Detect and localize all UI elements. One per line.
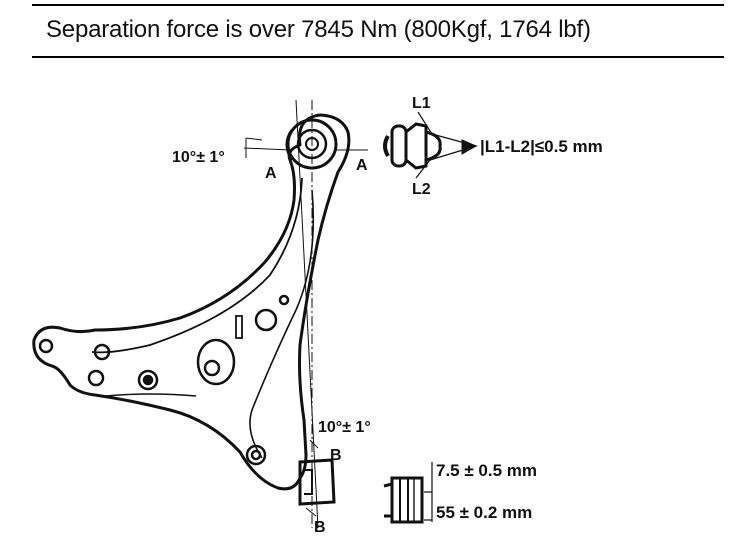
bushing-detail-top <box>383 111 478 179</box>
header-bar: Separation force is over 7845 Nm (800Kgf… <box>32 4 724 58</box>
angle-label-bottom: 10°± 1° <box>318 419 371 436</box>
section-label-b-bottom: B <box>314 519 326 536</box>
control-arm <box>32 113 351 491</box>
section-label-b-top: B <box>330 447 342 464</box>
section-label-a-right: A <box>356 157 368 174</box>
bushing-l2-label: L2 <box>412 181 431 198</box>
section-label-a-left: A <box>265 165 277 182</box>
bushing-detail-bottom <box>383 462 433 524</box>
bushing-tolerance-label: |L1-L2|≤0.5 mm <box>480 137 603 156</box>
bushing-length-label: 55 ± 0.2 mm <box>436 503 532 522</box>
bushing-offset-label: 7.5 ± 0.5 mm <box>436 461 537 480</box>
reference-lines <box>243 99 368 529</box>
page-title: Separation force is over 7845 Nm (800Kgf… <box>46 16 591 43</box>
angle-label-top: 10°± 1° <box>172 149 225 166</box>
bushing-l1-label: L1 <box>412 95 431 112</box>
arm-holes <box>38 294 290 466</box>
